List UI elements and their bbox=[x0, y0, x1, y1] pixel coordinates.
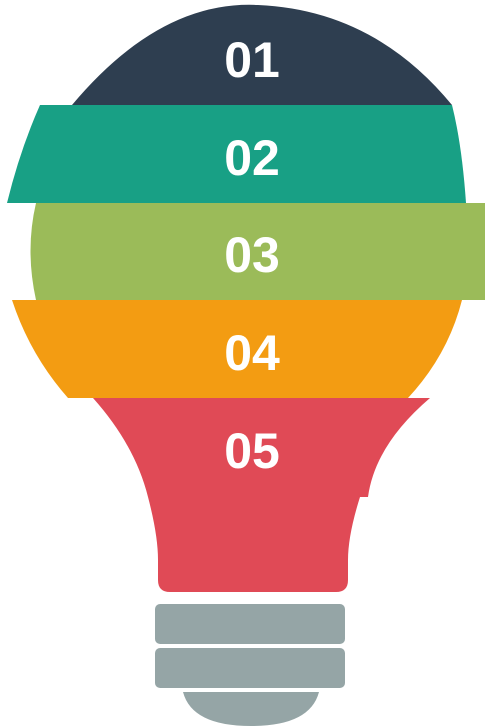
bulb-base-cap bbox=[183, 692, 319, 726]
band-label-03: 03 bbox=[224, 227, 280, 283]
bulb-neck bbox=[148, 497, 360, 592]
bulb-base-ring-1 bbox=[155, 604, 345, 644]
band-02 bbox=[7, 105, 466, 203]
band-label-05: 05 bbox=[224, 423, 280, 479]
band-04 bbox=[12, 300, 462, 398]
band-01 bbox=[72, 4, 452, 105]
bulb-base-ring-2 bbox=[155, 648, 345, 688]
band-03 bbox=[30, 203, 485, 300]
band-label-01: 01 bbox=[224, 32, 280, 88]
band-05 bbox=[93, 398, 430, 497]
band-label-04: 04 bbox=[224, 325, 280, 381]
band-label-02: 02 bbox=[224, 130, 280, 186]
